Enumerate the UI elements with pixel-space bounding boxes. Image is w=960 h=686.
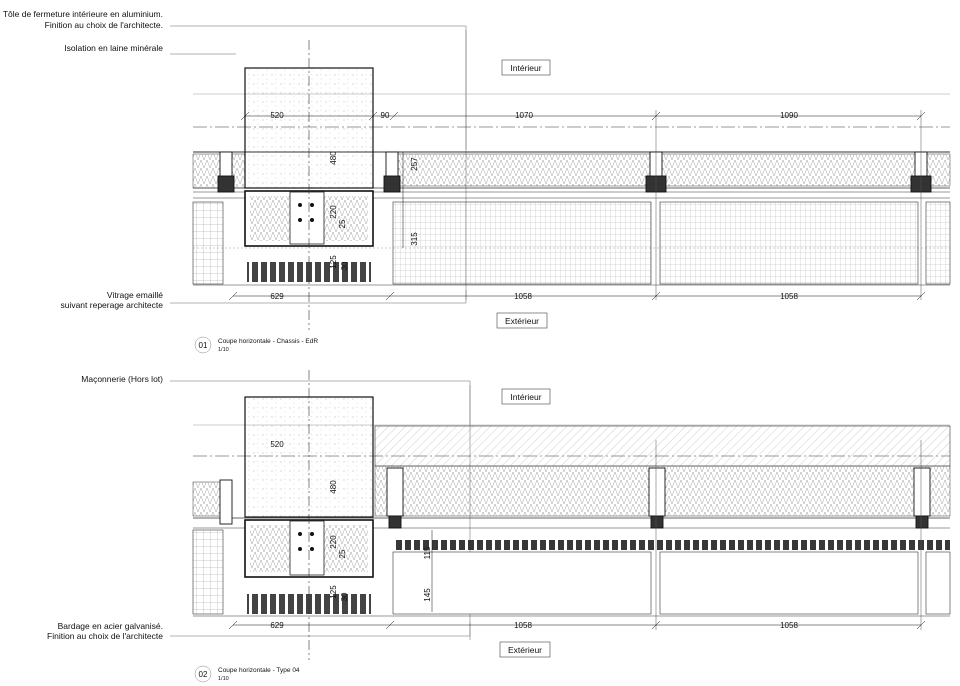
- section-02-title: Coupe horizontale - Type 04: [218, 667, 300, 674]
- dim-top-1070: 1070: [515, 111, 533, 120]
- section-02-dimension-lines: [228, 530, 926, 630]
- callout-interior-sheet-line1: Tôle de fermeture intérieure en aluminiu…: [3, 9, 163, 19]
- dim-vert-115: 115: [423, 546, 432, 559]
- dim-vert-220: 220: [329, 535, 338, 549]
- interior-label: Intérieur: [510, 63, 541, 73]
- exterior-label: Extérieur: [505, 316, 539, 326]
- section-01-number: 01: [199, 341, 208, 350]
- section-02-masonry: [374, 425, 951, 467]
- section-02-interior-tag: Intérieur: [501, 388, 551, 405]
- dim-top-1090: 1090: [780, 111, 798, 120]
- section-01-dimension-lines: [228, 111, 926, 301]
- section-01-title: Coupe horizontale - Chassis - EdR: [218, 338, 318, 345]
- exterior-label: Extérieur: [508, 645, 542, 655]
- section-01-bolts: [298, 203, 314, 222]
- section-02-cladding-ribs: [393, 540, 950, 550]
- section-01-scale: 1/10: [218, 347, 229, 353]
- dim-vert-30: 30: [340, 261, 349, 270]
- section-02-window-frame: [219, 479, 233, 525]
- section-02-number: 02: [199, 670, 208, 679]
- dim-vert-125: 125: [329, 255, 338, 269]
- callout-interior-sheet-line2: Finition au choix de l'architecte.: [45, 20, 163, 30]
- section-02: Maçonnerie (Hors lot) Bardage en acier g…: [47, 370, 951, 683]
- dim-vert-30: 30: [340, 592, 349, 601]
- section-01: Tôle de fermeture intérieure en aluminiu…: [3, 9, 951, 354]
- section-02-callouts: Maçonnerie (Hors lot) Bardage en acier g…: [47, 374, 163, 641]
- section-02-rails: [386, 467, 931, 529]
- dim-vert-220: 220: [329, 205, 338, 219]
- dim-vert-25: 25: [338, 219, 347, 228]
- callout-glazing-line2: suivant reperage architecte: [60, 300, 163, 310]
- section-02-bolts: [298, 532, 314, 551]
- section-01-exterior-tag: Extérieur: [496, 312, 548, 329]
- callout-glazing-line1: Vitrage emaillé: [107, 290, 163, 300]
- section-01-studs: [247, 262, 371, 282]
- callout-insulation: Isolation en laine minérale: [64, 43, 163, 53]
- section-01-interior-tag: Intérieur: [501, 59, 551, 76]
- section-01-title-block: 01 Coupe horizontale - Chassis - EdR 1/1…: [194, 336, 318, 354]
- section-02-left-wall-band: [192, 481, 224, 517]
- callout-masonry: Maçonnerie (Hors lot): [81, 374, 163, 384]
- dim-vert-125: 125: [329, 585, 338, 599]
- section-02-cladding-panels: [192, 529, 951, 615]
- section-02-dimensions: 520 480 220 25 125 30 115 145 629 1058 1…: [270, 440, 798, 630]
- interior-label: Intérieur: [510, 392, 541, 402]
- dim-bottom-629: 629: [270, 621, 284, 630]
- dim-top-90: 90: [381, 111, 390, 120]
- section-01-insulation-band: [389, 153, 951, 187]
- section-01-dimensions: 520 90 1070 1090 480 220 25 125 30 257 3…: [270, 111, 798, 301]
- dim-vert-257: 257: [410, 157, 419, 171]
- dim-vert-25: 25: [338, 549, 347, 558]
- section-01-callouts: Tôle de fermeture intérieure en aluminiu…: [3, 9, 163, 310]
- section-02-title-block: 02 Coupe horizontale - Type 04 1/10: [194, 665, 300, 683]
- dim-vert-145: 145: [423, 588, 432, 602]
- dim-bottom-1058-b: 1058: [780, 621, 798, 630]
- dim-bottom-1058-a: 1058: [514, 292, 532, 301]
- dim-bottom-629: 629: [270, 292, 284, 301]
- dim-top-520: 520: [270, 440, 284, 449]
- section-02-exterior-tag: Extérieur: [499, 641, 551, 658]
- dim-vert-315: 315: [410, 232, 419, 246]
- dim-vert-480: 480: [329, 480, 338, 494]
- dim-bottom-1058-b: 1058: [780, 292, 798, 301]
- section-01-glazing-panels: [192, 201, 951, 285]
- dim-vert-480: 480: [329, 151, 338, 165]
- dim-top-520: 520: [270, 111, 284, 120]
- callout-cladding-line2: Finition au choix de l'architecte: [47, 631, 163, 641]
- section-02-scale: 1/10: [218, 676, 229, 682]
- section-01-bracket: [289, 191, 325, 245]
- section-02-bracket: [289, 520, 325, 576]
- dim-bottom-1058-a: 1058: [514, 621, 532, 630]
- callout-cladding-line1: Bardage en acier galvanisé.: [58, 621, 163, 631]
